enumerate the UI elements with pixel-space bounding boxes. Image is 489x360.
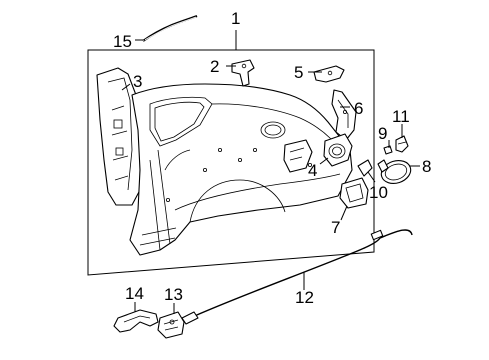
part-1-quarter-panel <box>129 83 353 256</box>
leader-lines <box>121 30 420 314</box>
callout-14: 14 <box>125 284 144 303</box>
part-2-bracket <box>231 59 255 87</box>
part-11-hinge <box>395 135 409 153</box>
part-4-filler-housing <box>323 133 353 167</box>
assembly-frame <box>87 49 375 276</box>
part-3-inner-pillar <box>96 67 141 206</box>
part-5-bracket <box>313 65 345 83</box>
part-15-wire <box>142 14 198 42</box>
callout-12: 12 <box>295 288 314 307</box>
callout-10: 10 <box>369 183 388 202</box>
callout-3: 3 <box>133 72 142 91</box>
part-12-cable <box>181 229 413 325</box>
part-13-lever <box>157 311 185 339</box>
callout-1: 1 <box>231 9 240 28</box>
part-7-housing <box>339 177 369 209</box>
callout-15: 15 <box>113 32 132 51</box>
callout-7: 7 <box>331 218 340 237</box>
callout-4: 4 <box>308 161 317 180</box>
part-14-handle <box>113 309 159 333</box>
part-9-fastener <box>383 145 393 155</box>
callout-8: 8 <box>422 157 431 176</box>
inner-bracket <box>283 139 313 173</box>
part-8-fuel-door <box>377 159 412 184</box>
callout-5: 5 <box>294 63 303 82</box>
callout-9: 9 <box>378 124 387 143</box>
part-10-clip <box>357 159 373 177</box>
callout-11: 11 <box>392 107 410 126</box>
callout-2: 2 <box>210 57 219 76</box>
callout-13: 13 <box>164 285 183 304</box>
callout-6: 6 <box>354 99 363 118</box>
